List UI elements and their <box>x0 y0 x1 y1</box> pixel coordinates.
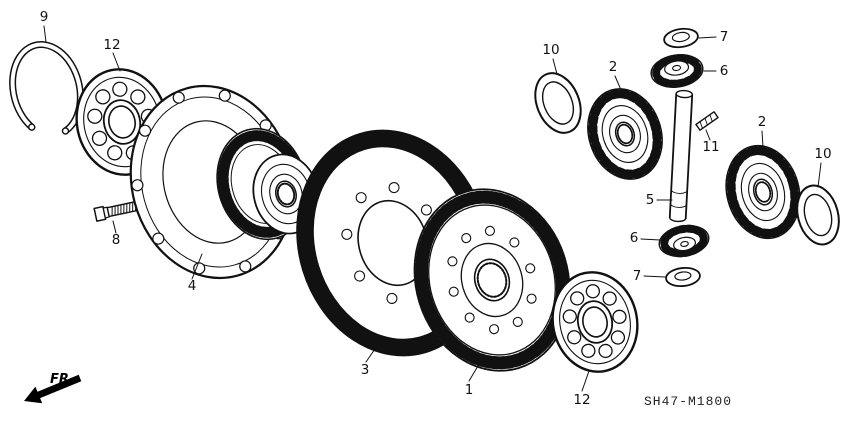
thrust-washer-right <box>796 184 840 246</box>
part-label-6b: 6 <box>629 230 639 246</box>
flange-bolt <box>93 200 141 222</box>
part-label-12a: 12 <box>103 37 121 53</box>
ball-bearing-bottom <box>551 271 639 373</box>
side-gear-left <box>587 88 663 180</box>
part-label-7a: 7 <box>719 29 729 45</box>
part-label-4: 4 <box>187 278 197 294</box>
fr-arrow-icon <box>24 374 82 404</box>
washer-top <box>663 27 699 49</box>
part-label-10a: 10 <box>542 42 560 58</box>
part-label-5: 5 <box>645 192 655 208</box>
part-label-2b: 2 <box>757 114 767 130</box>
part-label-9: 9 <box>39 9 49 25</box>
ring-gear <box>296 129 490 357</box>
pinion-gear-bottom <box>658 224 710 258</box>
part-label-8: 8 <box>111 232 121 248</box>
part-label-7b: 7 <box>632 268 642 284</box>
final-gear <box>413 188 571 372</box>
part-label-6a: 6 <box>719 63 729 79</box>
part-label-2a: 2 <box>608 59 618 75</box>
part-label-11: 11 <box>702 139 720 155</box>
roll-pin <box>695 111 719 131</box>
part-label-3: 3 <box>360 362 370 378</box>
part-label-12b: 12 <box>573 392 591 408</box>
diagram-code: SH47-M1800 <box>644 394 733 409</box>
differential-case <box>129 84 320 280</box>
part-label-10b: 10 <box>814 146 832 162</box>
pinion-shaft <box>668 89 694 223</box>
fr-label: FR. <box>50 372 75 387</box>
part-label-1: 1 <box>464 382 474 398</box>
pinion-gear-top <box>650 54 704 88</box>
thrust-washer-left <box>534 72 582 134</box>
washer-bottom <box>665 266 701 288</box>
leader-lines <box>43 25 822 392</box>
side-gear-right <box>725 144 801 240</box>
